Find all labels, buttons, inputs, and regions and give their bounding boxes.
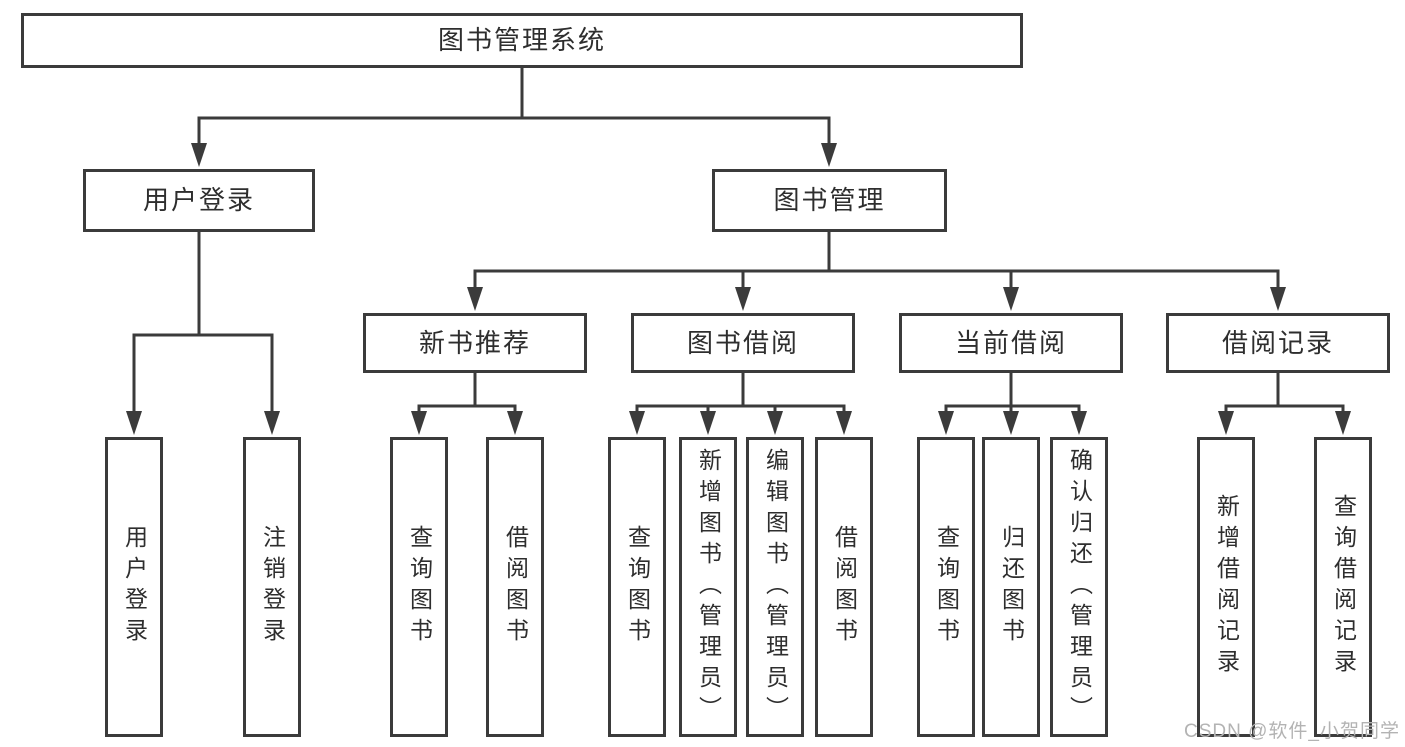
node-library-management-system: 图书管理系统 bbox=[21, 13, 1023, 68]
leaf-add-book-admin: 新增图书（管理员） bbox=[679, 437, 737, 737]
leaf-add-borrow-record: 新增借阅记录 bbox=[1197, 437, 1255, 737]
csdn-watermark: CSDN @软件_小贺同学 bbox=[1184, 721, 1400, 742]
leaf-query-books-recommend: 查询图书 bbox=[390, 437, 448, 737]
leaf-return-books: 归还图书 bbox=[982, 437, 1040, 737]
leaf-query-borrow-record: 查询借阅记录 bbox=[1314, 437, 1372, 737]
node-book-management: 图书管理 bbox=[712, 169, 947, 232]
leaf-confirm-return-admin: 确认归还（管理员） bbox=[1050, 437, 1108, 737]
node-book-borrowing: 图书借阅 bbox=[631, 313, 855, 373]
leaf-edit-book-admin: 编辑图书（管理员） bbox=[746, 437, 804, 737]
node-borrowing-records: 借阅记录 bbox=[1166, 313, 1390, 373]
node-user-login: 用户登录 bbox=[83, 169, 315, 232]
node-current-borrowing: 当前借阅 bbox=[899, 313, 1123, 373]
leaf-query-books-current: 查询图书 bbox=[917, 437, 975, 737]
leaf-logout: 注销登录 bbox=[243, 437, 301, 737]
leaf-borrow-books-recommend: 借阅图书 bbox=[486, 437, 544, 737]
node-new-book-recommend: 新书推荐 bbox=[363, 313, 587, 373]
leaf-query-books-borrow: 查询图书 bbox=[608, 437, 666, 737]
leaf-borrow-books: 借阅图书 bbox=[815, 437, 873, 737]
leaf-user-login: 用户登录 bbox=[105, 437, 163, 737]
